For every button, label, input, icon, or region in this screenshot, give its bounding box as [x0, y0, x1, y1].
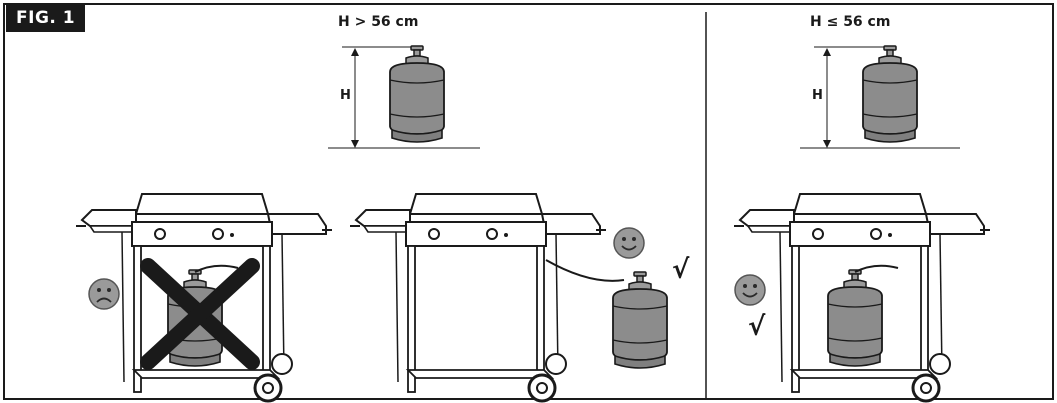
gas-cylinder-icon — [389, 45, 445, 143]
check-mark-icon: √ — [748, 312, 766, 342]
smiley-face-icon — [734, 274, 766, 306]
height-dimension-icon — [328, 46, 480, 149]
height-dimension-icon — [800, 46, 960, 149]
gas-cylinder-icon — [827, 269, 883, 367]
figure-border — [3, 3, 1054, 400]
gas-cylinder-icon — [612, 271, 668, 369]
right-panel-caption: H ≤ 56 cm — [810, 14, 891, 30]
sad-face-icon — [88, 278, 120, 310]
left-height-label: H — [340, 88, 351, 103]
left-panel-caption: H > 56 cm — [338, 14, 419, 30]
gas-cylinder-icon — [862, 45, 918, 143]
figure-label: FIG. 1 — [6, 5, 86, 32]
gas-hose — [545, 259, 625, 282]
check-mark-icon: √ — [672, 255, 690, 285]
grill-icon — [348, 192, 608, 403]
smiley-face-icon — [613, 227, 645, 259]
cross-mark-icon — [140, 258, 260, 370]
right-height-label: H — [812, 88, 823, 103]
